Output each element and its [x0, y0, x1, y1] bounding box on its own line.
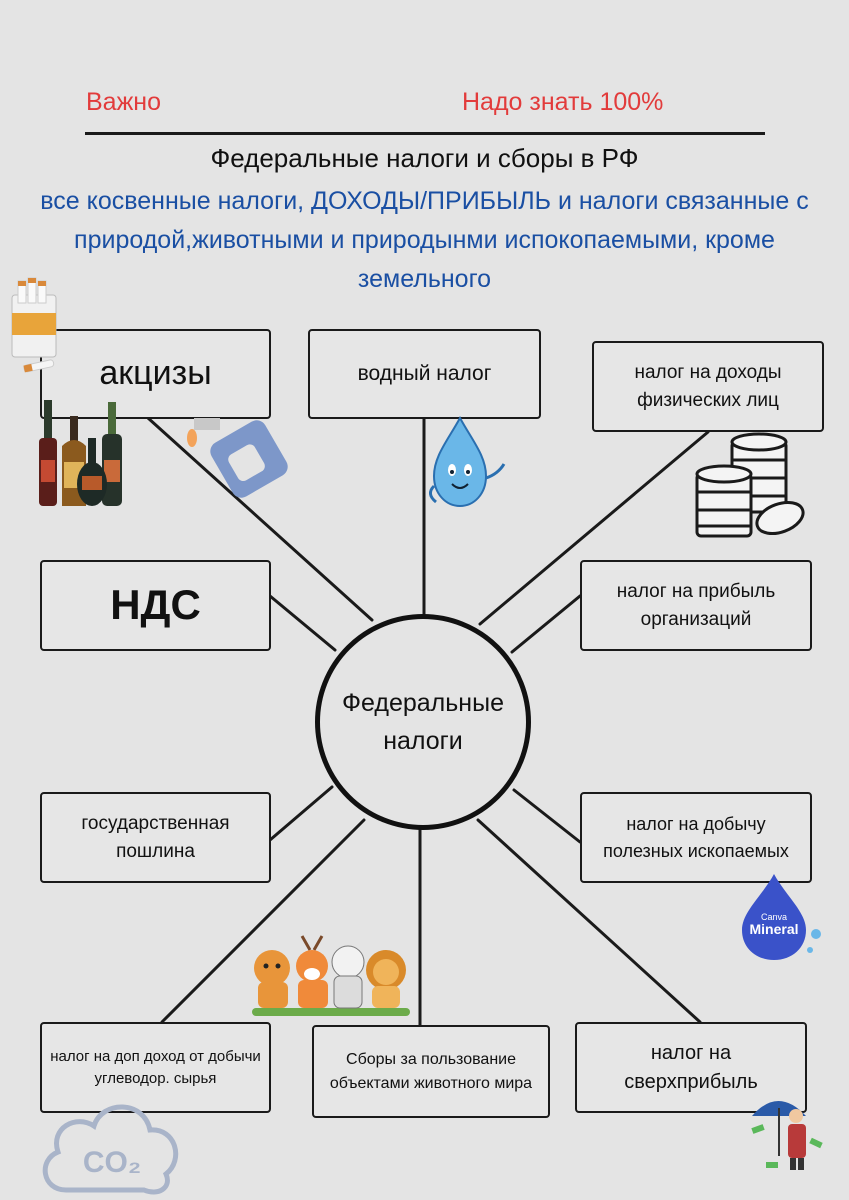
connector-ndfl	[478, 430, 710, 626]
fuel-canister-icon	[187, 418, 288, 498]
connector-excise	[146, 416, 374, 622]
connector-duty	[268, 785, 334, 842]
mineral-drop-icon: Canva Mineral	[742, 874, 821, 960]
box-state-duty: государственная пошлина	[40, 792, 271, 883]
connector-windfall	[476, 818, 702, 1024]
box-water-tax: водный налог	[308, 329, 541, 419]
co2-cloud-icon: CO₂	[42, 1104, 179, 1195]
animals-icon	[252, 935, 410, 1016]
canva-label: Canva	[761, 912, 787, 922]
connector-mining	[512, 788, 582, 844]
must-know-label: Надо знать 100%	[462, 88, 664, 116]
box-mining-tax: налог на добычу полезных ископаемых	[580, 792, 812, 883]
box-vat: НДС	[40, 560, 271, 651]
mineral-label: Mineral	[749, 921, 798, 937]
center-label: Федеральные налоги	[342, 689, 504, 755]
page-subtitle: все косвенные налоги, ДОХОДЫ/ПРИБЫЛЬ и н…	[40, 187, 809, 293]
center-federal-taxes: Федеральные налоги	[315, 614, 531, 830]
co2-label: CO₂	[83, 1146, 141, 1179]
page-title: Федеральные налоги и сборы в РФ	[210, 143, 639, 173]
connector-profit	[510, 594, 582, 654]
important-label: Важно	[86, 88, 162, 116]
box-extra-income-tax: налог на доп доход от добычи углеводор. …	[40, 1022, 271, 1113]
water-drop-icon	[429, 416, 506, 508]
header-divider	[85, 132, 765, 135]
box-excise: акцизы	[40, 329, 271, 419]
coins-stack-icon	[695, 432, 805, 538]
connector-extra-income	[160, 818, 366, 1024]
connector-vat	[268, 594, 337, 652]
box-windfall-tax: налог на сверхприбыль	[575, 1022, 807, 1113]
box-profit-tax: налог на прибыль организаций	[580, 560, 812, 651]
cigarettes-icon	[11, 277, 57, 373]
box-personal-income-tax: налог на доходы физических лиц	[592, 341, 824, 432]
rich-man-umbrella-icon	[751, 1101, 823, 1170]
box-wildlife-fees: Сборы за пользование объектами животного…	[312, 1025, 550, 1118]
bottles-icon	[39, 400, 122, 506]
